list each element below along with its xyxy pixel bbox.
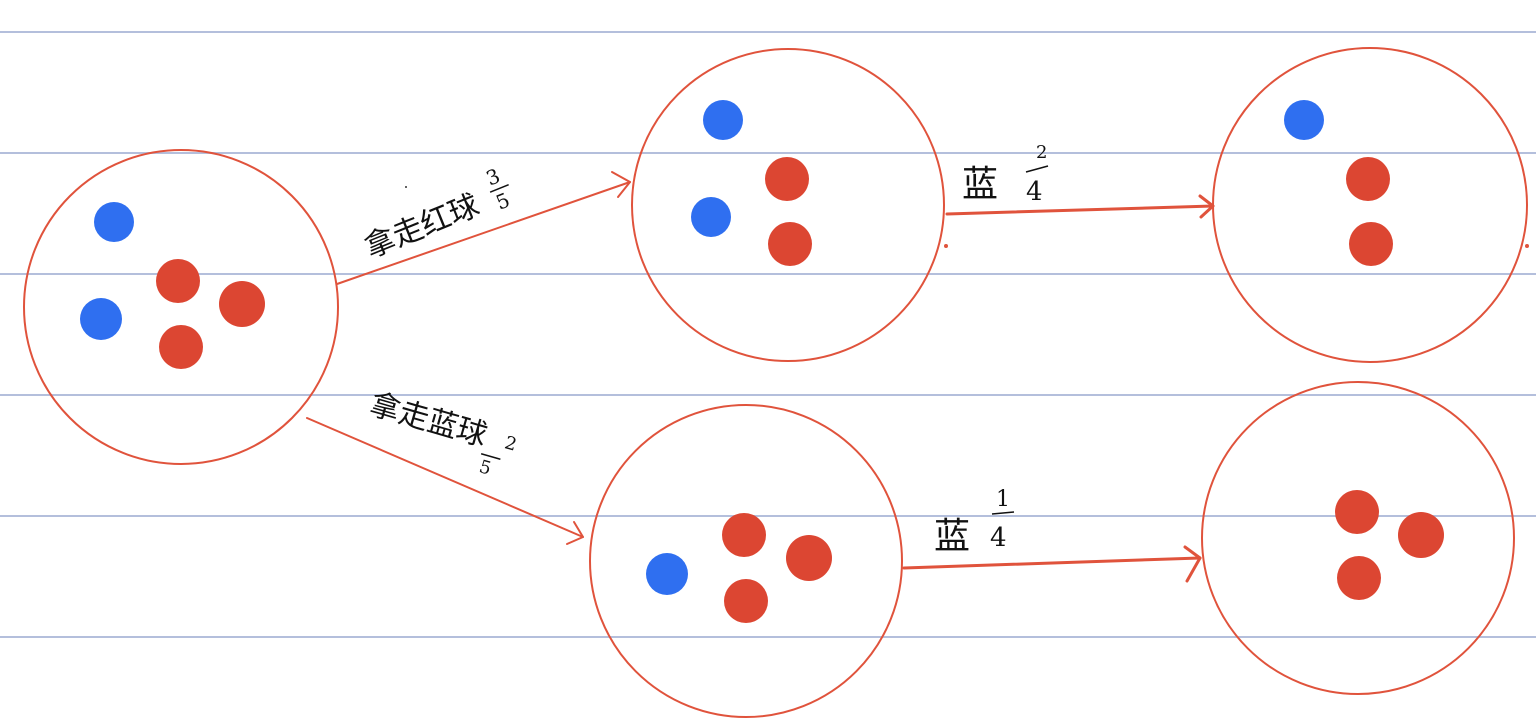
label-take-red: 拿走红球 3 5 xyxy=(360,164,513,266)
red-ball xyxy=(1335,490,1379,534)
red-ball xyxy=(156,259,200,303)
blue-ball xyxy=(80,298,122,340)
blue-ball xyxy=(646,553,688,595)
blue-ball xyxy=(94,202,134,242)
balls-after-blue-then-blue xyxy=(1335,490,1444,600)
urn-start xyxy=(23,149,339,465)
arrow-take-red xyxy=(336,171,631,285)
label-take-blue: 拿走蓝球 2 5 xyxy=(366,387,519,480)
balls-start xyxy=(80,202,265,369)
label-blue-then-blue-numerator: 1 xyxy=(996,487,1010,512)
balls-after-red-then-blue xyxy=(1284,100,1393,266)
label-take-blue-text: 拿走蓝球 xyxy=(366,387,491,454)
red-ball xyxy=(1398,512,1444,558)
blue-ball xyxy=(1284,100,1324,140)
label-blue-then-blue-denominator: 4 xyxy=(990,523,1007,553)
label-red-then-blue-text: 蓝 xyxy=(962,164,998,205)
red-ball xyxy=(219,281,265,327)
stray-dot xyxy=(1525,244,1529,248)
red-ball xyxy=(1337,556,1381,600)
balls-after-blue xyxy=(646,513,832,623)
red-ball xyxy=(1346,157,1390,201)
stray-dot xyxy=(944,244,948,248)
urn-after-blue xyxy=(589,404,903,718)
label-red-then-blue: 蓝 2 4 xyxy=(962,142,1049,207)
blue-ball xyxy=(703,100,743,140)
arrow-blue-then-blue xyxy=(902,545,1202,583)
label-take-blue-numerator: 2 xyxy=(502,432,519,455)
label-red-then-blue-denominator: 4 xyxy=(1026,177,1043,207)
arrow-red-then-blue xyxy=(945,194,1215,219)
urn-after-blue-then-blue xyxy=(1201,381,1515,695)
red-ball xyxy=(1349,222,1393,266)
label-take-red-denominator: 5 xyxy=(492,188,513,215)
red-ball xyxy=(724,579,768,623)
label-blue-then-blue: 蓝 1 4 xyxy=(934,487,1015,557)
label-blue-then-blue-text: 蓝 xyxy=(934,516,970,557)
urn-after-red-then-blue xyxy=(1212,47,1528,363)
red-ball xyxy=(768,222,812,266)
red-ball xyxy=(159,325,203,369)
ruled-paper-lines xyxy=(0,31,1536,638)
red-ball xyxy=(765,157,809,201)
arrow-take-blue xyxy=(306,417,584,545)
label-red-then-blue-numerator: 2 xyxy=(1036,142,1047,163)
blue-ball xyxy=(691,197,731,237)
red-ball xyxy=(722,513,766,557)
urn-after-red xyxy=(631,48,945,362)
balls-after-red xyxy=(691,100,812,266)
red-ball xyxy=(786,535,832,581)
label-take-blue-denominator: 5 xyxy=(477,456,494,479)
label-take-red-numerator: 3 xyxy=(483,164,504,191)
stray-dot xyxy=(405,186,407,188)
